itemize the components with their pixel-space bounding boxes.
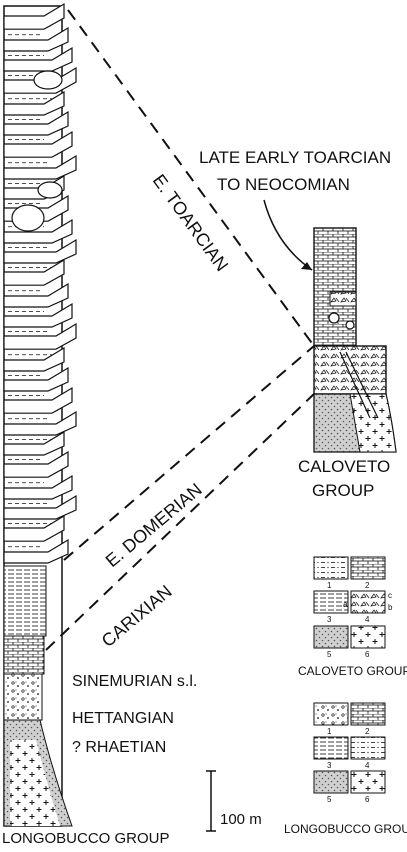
- limestone-bed: [3, 450, 69, 478]
- legend-longobucco: 1 2 3 4 5 6 LONGOBUCCO GROUP: [284, 702, 407, 836]
- limestone-bed: [3, 410, 77, 436]
- limestone-bed: [3, 514, 65, 542]
- legend-l-num-5: 5: [327, 795, 332, 804]
- stage-label-rhaetian: ? RHAETIAN: [72, 739, 166, 756]
- limestone-bed: [3, 90, 65, 116]
- legend-caloveto: 1 2 3 4 5 6 a b c CALOVETO GROUP: [298, 556, 407, 678]
- scale-bar-label: 100 m: [220, 811, 262, 828]
- limestone-bed: [3, 346, 65, 372]
- longobucco-label: LONGOBUCCO GROUP: [2, 830, 170, 847]
- annotation-line-1: LATE EARLY TOARCIAN: [199, 148, 391, 167]
- limestone-bed: [3, 258, 65, 286]
- legend-longobucco-title: LONGOBUCCO GROUP: [284, 822, 407, 836]
- legend-caloveto-title: CALOVETO GROUP: [298, 664, 407, 678]
- limestone-bed: [3, 130, 73, 158]
- limestone-bed: [3, 322, 77, 350]
- limestone-bed: [3, 26, 69, 52]
- limestone-bed: [3, 474, 73, 500]
- legend-c-num-6: 6: [365, 650, 370, 659]
- limestone-bed: [3, 366, 69, 392]
- scale-bar: 100 m: [206, 770, 262, 832]
- limestone-bed: [3, 538, 69, 564]
- limestone-bed: [3, 302, 73, 328]
- legend-l-num-2: 2: [365, 727, 370, 736]
- longobucco-column: [3, 2, 77, 827]
- legend-c-num-2: 2: [365, 581, 370, 590]
- stage-label-hettangian: HETTANGIAN: [72, 710, 174, 727]
- legend-l-num-6: 6: [365, 795, 370, 804]
- limestone-bed: [3, 282, 69, 308]
- limestone-beds-profile: [3, 2, 77, 568]
- annotation-line-2: TO NEOCOMIAN: [217, 175, 350, 194]
- caloveto-column: [263, 199, 397, 453]
- limestone-bed: [3, 46, 73, 72]
- legend-c-num-1: 1: [327, 581, 332, 590]
- caloveto-label-line-1: CALOVETO: [298, 457, 390, 476]
- limestone-bed: [3, 110, 69, 136]
- legend-c-num-4: 4: [365, 615, 370, 624]
- stage-label-carixian: CARIXIAN: [98, 581, 176, 651]
- limestone-bed: [3, 430, 65, 456]
- stage-label-e-domerian: E. DOMERIAN: [102, 479, 206, 571]
- limestone-bed: [3, 238, 77, 264]
- legend-l-num-3: 3: [327, 761, 332, 770]
- correlation-lines: [45, 9, 315, 651]
- legend-c-sub-c: c: [388, 591, 392, 600]
- limestone-bed: [3, 154, 77, 180]
- stage-label-sinemurian: SINEMURIAN s.l.: [72, 673, 197, 690]
- limestone-bed: [3, 494, 77, 520]
- legend-l-num-4: 4: [365, 761, 370, 770]
- legend-c-num-5: 5: [327, 650, 332, 659]
- caloveto-label-line-2: GROUP: [312, 481, 374, 500]
- limestone-bed: [3, 218, 73, 244]
- legend-l-num-1: 1: [327, 727, 332, 736]
- limestone-bed: [3, 386, 73, 414]
- legend-c-sub-b: b: [388, 603, 393, 612]
- legend-c-num-3: 3: [327, 615, 332, 624]
- legend-c-sub-a: a: [343, 600, 348, 609]
- limestone-bed: [3, 2, 65, 30]
